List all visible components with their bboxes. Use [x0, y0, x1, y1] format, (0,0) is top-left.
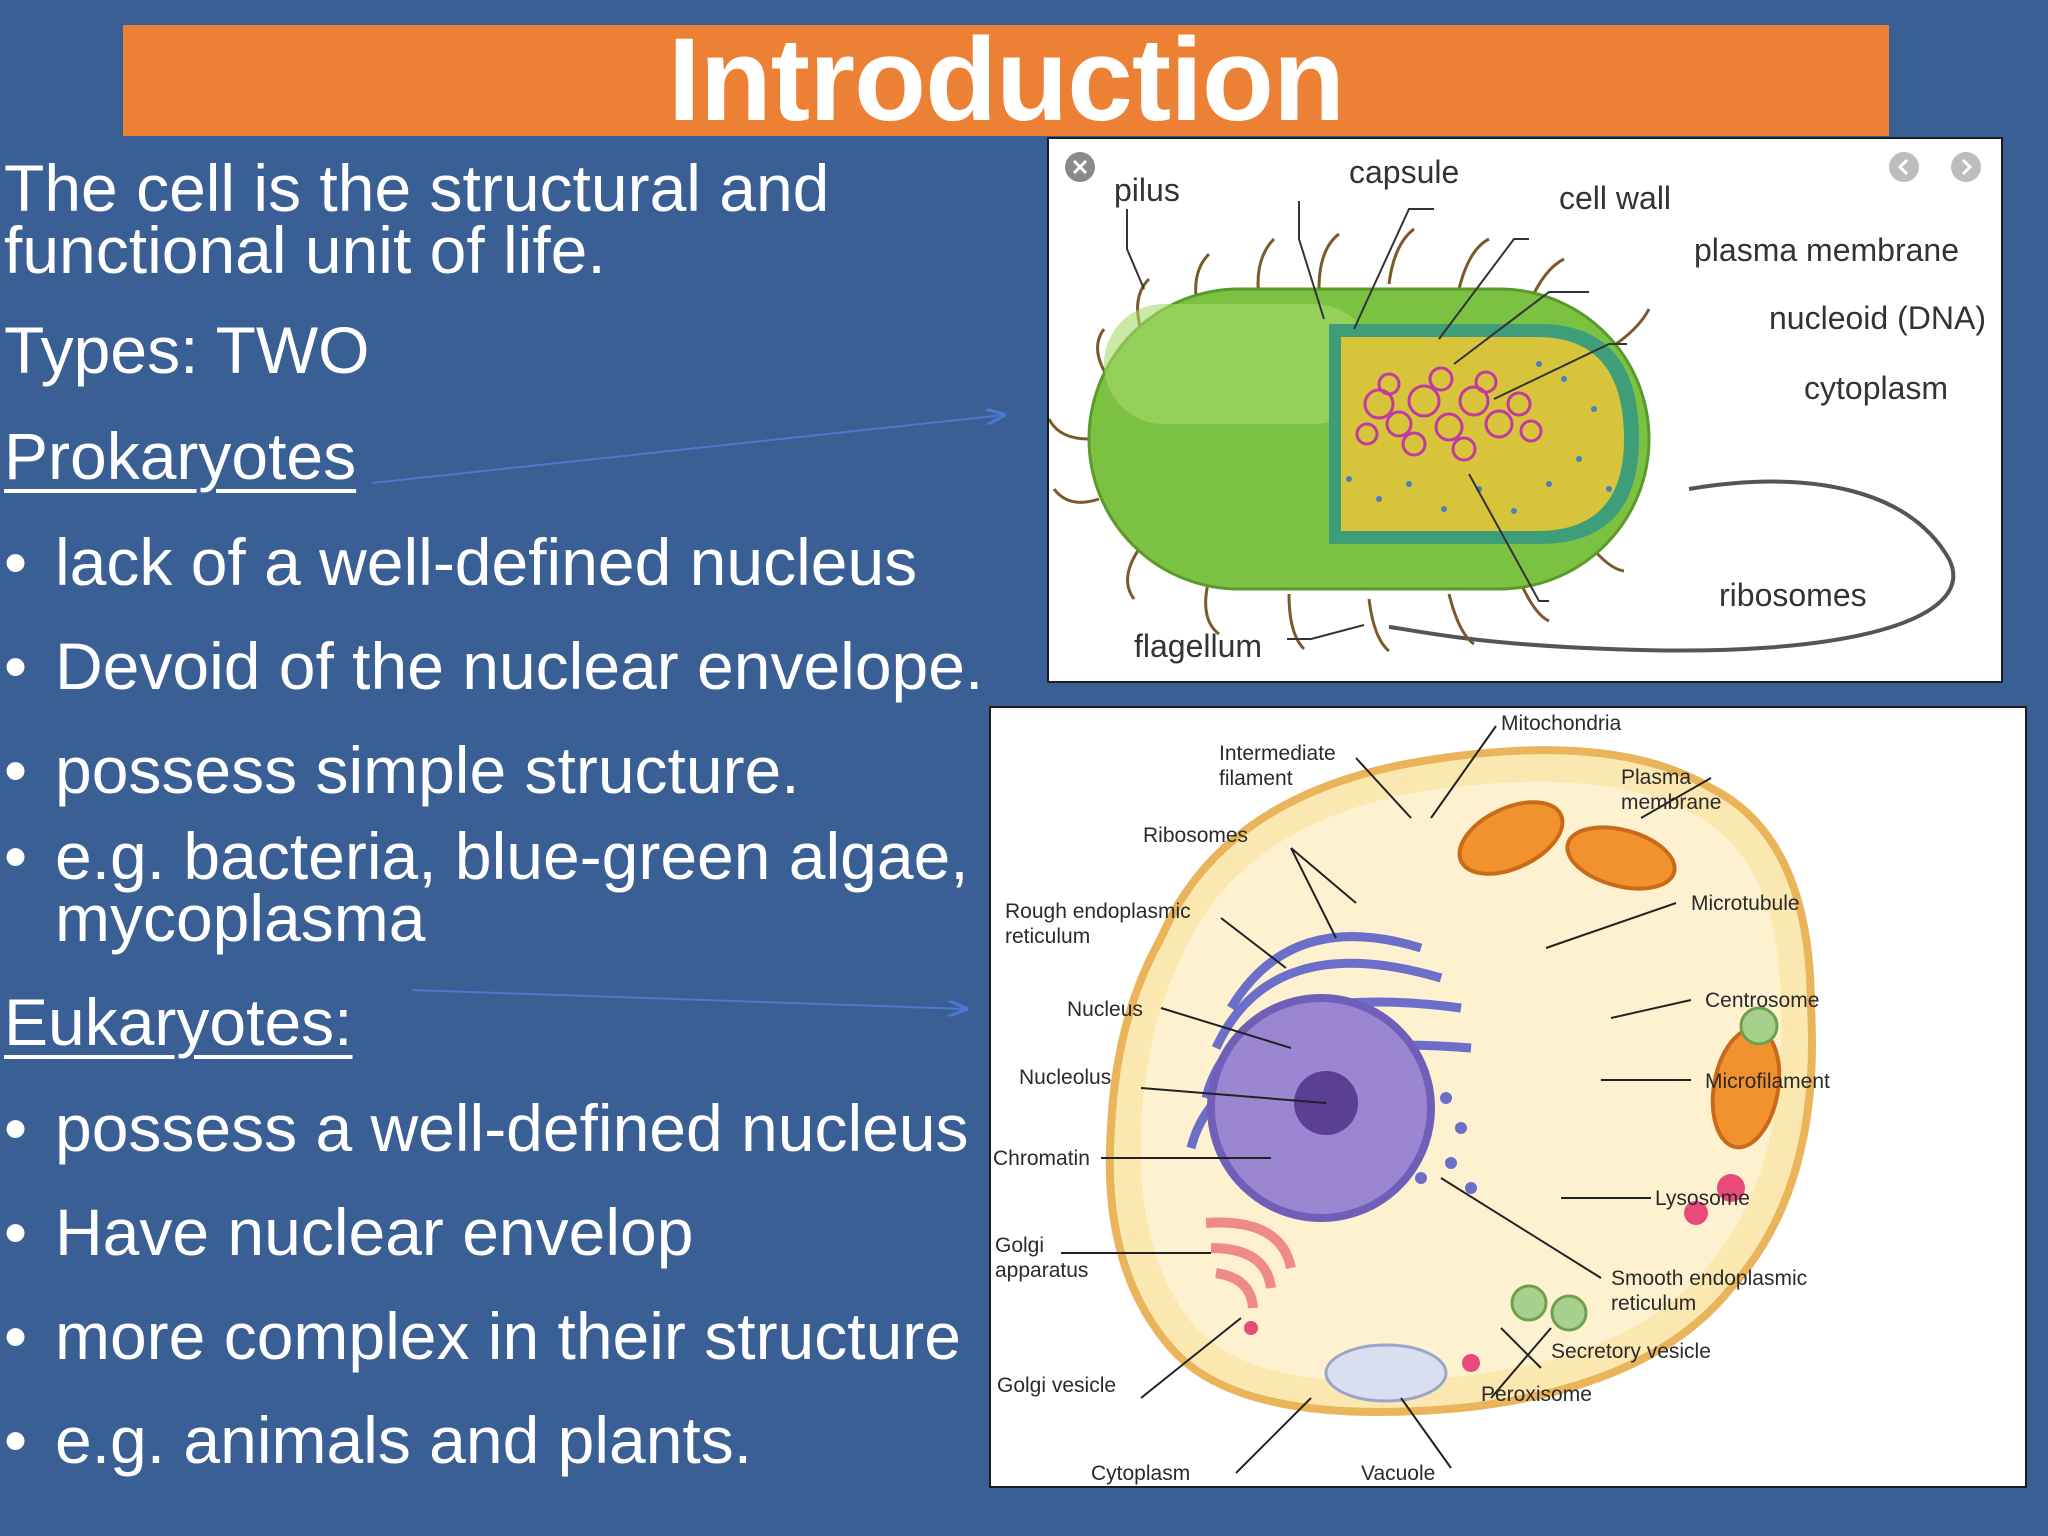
label-plasma-membrane: plasma membrane — [1694, 232, 1959, 268]
label-golgi-apparatus-2: apparatus — [995, 1259, 1088, 1282]
label-nucleoid: nucleoid (DNA) — [1769, 300, 1986, 336]
flagellum-shape — [1388, 479, 1956, 653]
ribosome-dots — [1346, 361, 1612, 514]
eukaryote-bullet-2: Have nuclear envelop — [55, 1195, 694, 1269]
label-nucleus: Nucleus — [1067, 998, 1143, 1021]
label-intermediate-filament-1: Intermediate — [1219, 742, 1336, 765]
bullet-dot: • — [4, 1091, 28, 1165]
next-icon — [1951, 152, 1981, 182]
peroxisome-shape — [1510, 1284, 1548, 1322]
label-golgi-vesicle: Golgi vesicle — [997, 1374, 1116, 1397]
label-vacuole: Vacuole — [1361, 1462, 1435, 1485]
label-smooth-er-2: reticulum — [1611, 1292, 1696, 1315]
label-ribosomes: Ribosomes — [1143, 824, 1248, 847]
intro-line-1: The cell is the structural and — [4, 151, 830, 225]
bacterium-diagram: pilus capsule cell wall plasma membrane … — [1049, 152, 1986, 664]
centrosome-shape — [1739, 1006, 1779, 1046]
label-pilus: pilus — [1114, 172, 1180, 208]
eukaryote-bullet-4: e.g. animals and plants. — [55, 1403, 753, 1477]
title-banner: Introduction — [123, 14, 1889, 146]
mitochondria-shapes — [1457, 800, 1782, 1150]
smooth-er-vesicles — [1415, 1092, 1477, 1194]
label-ribosomes: ribosomes — [1719, 577, 1867, 613]
nucleoid-dna — [1355, 366, 1543, 462]
eukaryote-bullet-3: more complex in their structure — [55, 1299, 961, 1373]
slide-title: Introduction — [667, 14, 1345, 146]
prokaryote-bullet-2: Devoid of the nuclear envelope. — [55, 629, 984, 703]
eukaryotes-heading: Eukaryotes: — [4, 985, 353, 1059]
label-cytoplasm: cytoplasm — [1804, 370, 1948, 406]
label-cell-wall: cell wall — [1559, 180, 1671, 216]
types-line: Types: TWO — [4, 313, 370, 387]
eukaryote-bullet-1: possess a well-defined nucleus — [55, 1091, 969, 1165]
eukaryote-arrow — [411, 989, 966, 1009]
prokaryote-bullet-4: e.g. bacteria, blue-green algae, — [55, 819, 969, 893]
label-mitochondria: Mitochondria — [1501, 712, 1622, 735]
label-plasma-membrane-1: Plasma — [1621, 766, 1691, 789]
golgi-shape — [1205, 1217, 1296, 1309]
label-plasma-membrane-2: membrane — [1621, 791, 1721, 814]
label-intermediate-filament-2: filament — [1219, 767, 1293, 790]
label-lysosome: Lysosome — [1655, 1187, 1750, 1210]
label-nucleolus: Nucleolus — [1019, 1066, 1111, 1089]
label-rough-er-1: Rough endoplasmic — [1005, 900, 1191, 923]
label-flagellum: flagellum — [1134, 628, 1262, 664]
label-peroxisome: Peroxisome — [1481, 1383, 1592, 1406]
bullet-dot: • — [4, 733, 28, 807]
bullet-dot: • — [4, 629, 28, 703]
prokaryote-bullet-4-cont: mycoplasma — [55, 881, 426, 955]
label-chromatin: Chromatin — [993, 1147, 1090, 1170]
label-microtubule: Microtubule — [1691, 892, 1800, 915]
label-golgi-apparatus-1: Golgi — [995, 1234, 1044, 1257]
label-cytoplasm: Cytoplasm — [1091, 1462, 1190, 1485]
label-smooth-er-1: Smooth endoplasmic — [1611, 1267, 1807, 1290]
bullet-dot: • — [4, 1195, 28, 1269]
lysosome-shape — [1717, 1174, 1745, 1202]
label-centrosome: Centrosome — [1705, 989, 1819, 1012]
intro-line-2: functional unit of life. — [4, 213, 606, 287]
prokaryotes-heading: Prokaryotes — [4, 419, 357, 493]
bullet-dot: • — [4, 525, 28, 599]
animal-cell-image: Mitochondria Intermediate filament Plasm… — [989, 706, 2027, 1488]
bullet-dot: • — [4, 1403, 28, 1477]
label-microfilament: Microfilament — [1705, 1070, 1830, 1093]
animal-cell-diagram: Mitochondria Intermediate filament Plasm… — [993, 712, 1830, 1485]
prokaryote-bullet-1: lack of a well-defined nucleus — [55, 525, 918, 599]
bullet-dot: • — [4, 819, 28, 893]
prokaryote-arrow — [371, 415, 1004, 484]
bacterium-image: pilus capsule cell wall plasma membrane … — [1047, 137, 2003, 683]
label-rough-er-2: reticulum — [1005, 925, 1090, 948]
prokaryote-bullet-3: possess simple structure. — [55, 733, 800, 807]
label-capsule: capsule — [1349, 154, 1459, 190]
label-secretory-vesicle: Secretory vesicle — [1551, 1340, 1711, 1363]
bullet-dot: • — [4, 1299, 28, 1373]
previous-icon — [1889, 152, 1919, 182]
vacuole-shape — [1324, 1343, 1448, 1403]
